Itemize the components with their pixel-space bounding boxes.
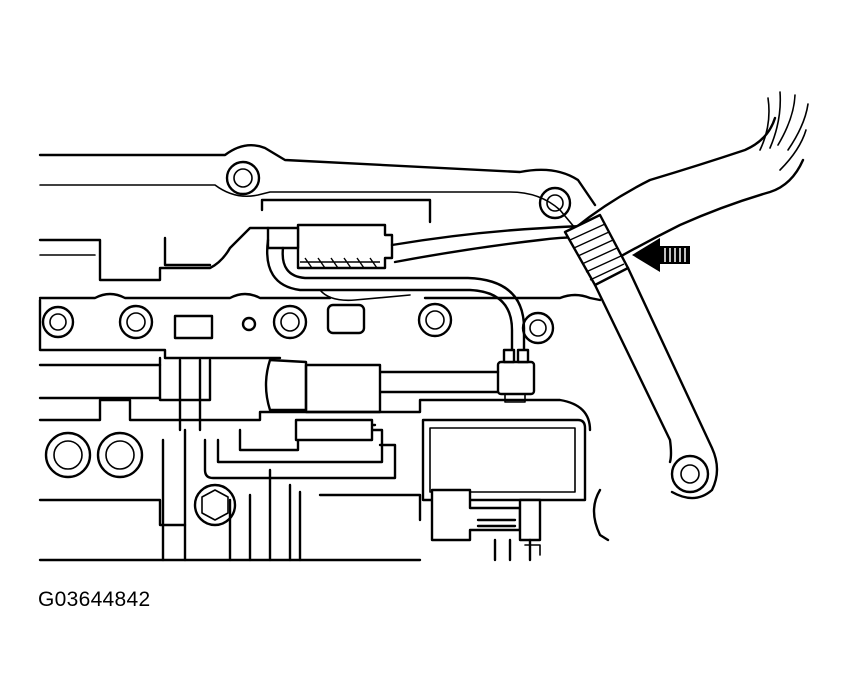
solenoid-connector-mid [378,348,536,403]
hydraulic-channels [38,418,422,562]
valve-body-upper-plate [38,144,597,282]
bolt-hole-icon [272,304,308,340]
bracket-arm [593,266,719,500]
bolt-head-icon [193,483,237,527]
bolt-hole-icon [96,431,144,479]
bolt-hole-icon [41,305,75,339]
bolt-hole-icon [538,186,572,220]
solenoid-body [38,356,382,432]
bolt-hole-icon [44,431,92,479]
bolt-hole-icon [225,160,261,196]
mounting-bolts [225,160,710,494]
figure-id-label: G03644842 [38,588,151,611]
arrow-indicator-icon [632,238,690,272]
valve-body-middle-plate [38,292,602,360]
bolt-hole-icon [118,304,154,340]
bottom-connector [430,488,542,562]
solenoid-connector-top [266,223,394,270]
bolt-hole-icon [417,302,453,338]
valve-body-lower-section [38,398,610,542]
harness-bundle [573,91,809,270]
bolt-hole-icon [521,311,555,345]
bolt-hole-icon [670,454,710,494]
